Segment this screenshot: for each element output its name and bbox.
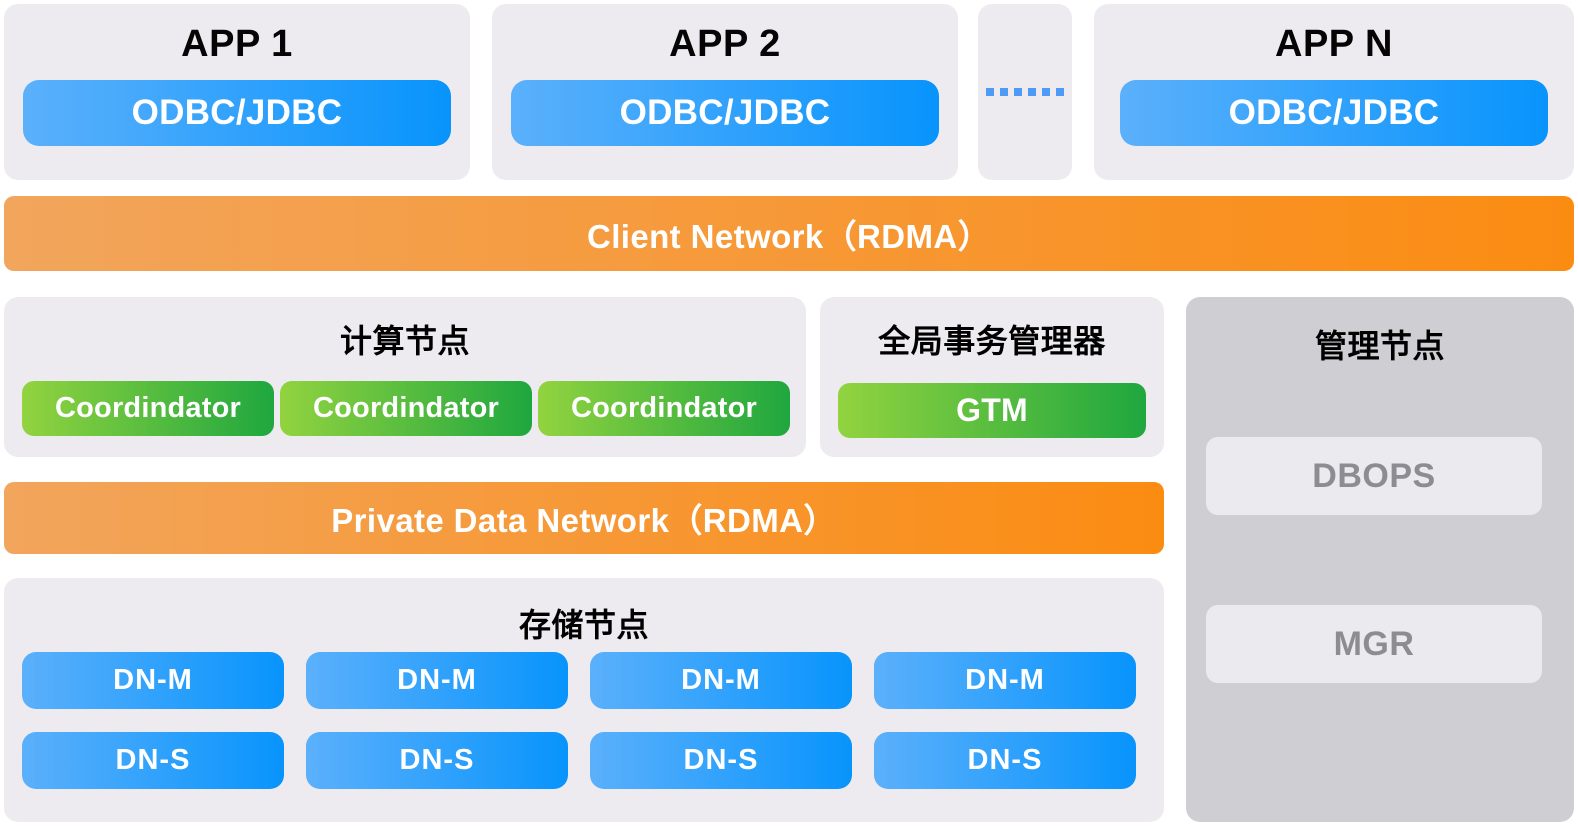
app-card-2[interactable]: APP 2 ODBC/JDBC	[492, 4, 958, 180]
dn-slave-1[interactable]: DN-S	[22, 732, 284, 789]
mgmt-item-dbops[interactable]: DBOPS	[1206, 437, 1542, 515]
dn-slave-2[interactable]: DN-S	[306, 732, 568, 789]
management-node-panel: 管理节点	[1186, 297, 1574, 822]
private-data-network-bar[interactable]: Private Data Network（RDMA）	[4, 482, 1164, 554]
client-network-label: Client Network（RDMA）	[586, 217, 992, 255]
app-title: APP 1	[181, 23, 293, 65]
compute-node-title: 计算节点	[339, 323, 470, 359]
app-title: APP 2	[669, 23, 781, 65]
client-network-bar[interactable]: Client Network（RDMA）	[4, 196, 1574, 271]
odbc-jdbc-pill[interactable]: ODBC/JDBC	[1120, 79, 1548, 146]
odbc-jdbc-pill[interactable]: ODBC/JDBC	[23, 79, 451, 146]
dn-master-1[interactable]: DN-M	[22, 652, 284, 709]
app-title: APP N	[1275, 23, 1393, 65]
dn-master-2[interactable]: DN-M	[306, 652, 568, 709]
gtm-pill[interactable]: GTM	[838, 383, 1146, 438]
management-node-title: 管理节点	[1314, 328, 1445, 364]
ellipsis-dots-icon	[986, 88, 1064, 96]
coordinator-pill-1[interactable]: Coordindator	[22, 381, 274, 436]
dn-slave-3[interactable]: DN-S	[590, 732, 852, 789]
dn-master-4[interactable]: DN-M	[874, 652, 1136, 709]
private-data-network-label: Private Data Network（RDMA）	[331, 502, 837, 539]
app-ellipsis-card	[978, 4, 1072, 180]
app-card-1[interactable]: APP 1 ODBC/JDBC	[4, 4, 470, 180]
mgmt-item-mgr[interactable]: MGR	[1206, 605, 1542, 683]
dn-slave-4[interactable]: DN-S	[874, 732, 1136, 789]
coordinator-pill-3[interactable]: Coordindator	[538, 381, 790, 436]
coordinator-pill-2[interactable]: Coordindator	[280, 381, 532, 436]
app-card-n[interactable]: APP N ODBC/JDBC	[1094, 4, 1574, 180]
dn-master-3[interactable]: DN-M	[590, 652, 852, 709]
storage-node-title: 存储节点	[518, 607, 649, 643]
gtm-panel-title: 全局事务管理器	[878, 323, 1106, 359]
odbc-jdbc-pill[interactable]: ODBC/JDBC	[511, 79, 939, 146]
